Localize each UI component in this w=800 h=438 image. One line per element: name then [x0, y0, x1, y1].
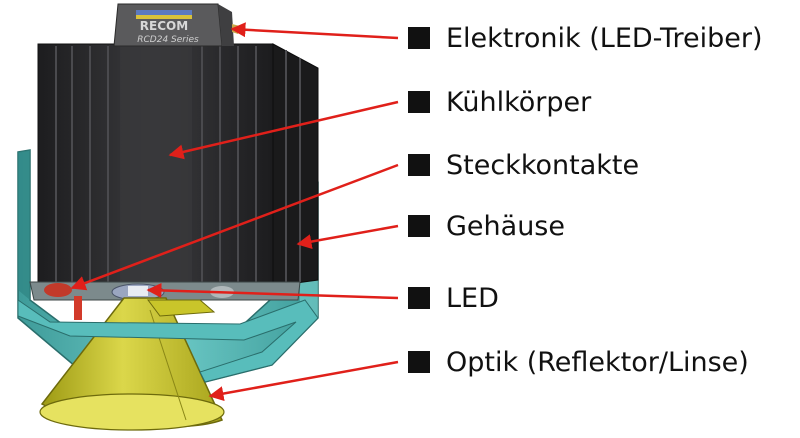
heatsink-fins [55, 46, 301, 284]
plug-contact-pin [74, 296, 82, 320]
label-text: Kühlkörper [446, 86, 592, 118]
led-emitter [128, 286, 148, 296]
label-optik: Optik (Reflektor/Linse) [408, 342, 749, 382]
arrow-optik [208, 360, 399, 401]
reflector [39, 297, 225, 431]
label-text: Optik (Reflektor/Linse) [446, 346, 749, 378]
bullet-square-icon [408, 27, 430, 49]
heatsink [37, 43, 319, 287]
label-kuehlkoerper: Kühlkörper [408, 82, 591, 122]
plug-contact-left [44, 283, 72, 297]
driver-logo-text: RECOM [140, 19, 188, 33]
logo-stripe-yellow [136, 15, 192, 19]
label-steckkontakte: Steckkontakte [408, 145, 639, 185]
bullet-square-icon [408, 91, 430, 113]
led-driver-module: RECOM RCD24 Series [113, 3, 240, 47]
driver-series-text: RCD24 Series [137, 35, 199, 45]
arrow-elektronik [230, 22, 399, 40]
callout-arrows [70, 22, 399, 401]
housing-front [17, 299, 319, 383]
label-elektronik: Elektronik (LED-Treiber) [408, 18, 762, 58]
label-text: Elektronik (LED-Treiber) [446, 22, 763, 54]
label-gehaeuse: Gehäuse [408, 206, 565, 246]
bullet-square-icon [408, 287, 430, 309]
arrow-steckkontakte [70, 163, 399, 291]
arrow-kuehlkoerper [168, 100, 399, 160]
label-text: Gehäuse [446, 210, 565, 242]
arrow-gehaeuse [296, 224, 399, 249]
logo-stripe-blue [136, 10, 192, 15]
arrow-led [146, 282, 399, 300]
label-led: LED [408, 278, 499, 318]
bullet-square-icon [408, 215, 430, 237]
bullet-square-icon [408, 351, 430, 373]
label-text: Steckkontakte [446, 149, 640, 181]
bullet-square-icon [408, 154, 430, 176]
label-text: LED [446, 282, 499, 314]
